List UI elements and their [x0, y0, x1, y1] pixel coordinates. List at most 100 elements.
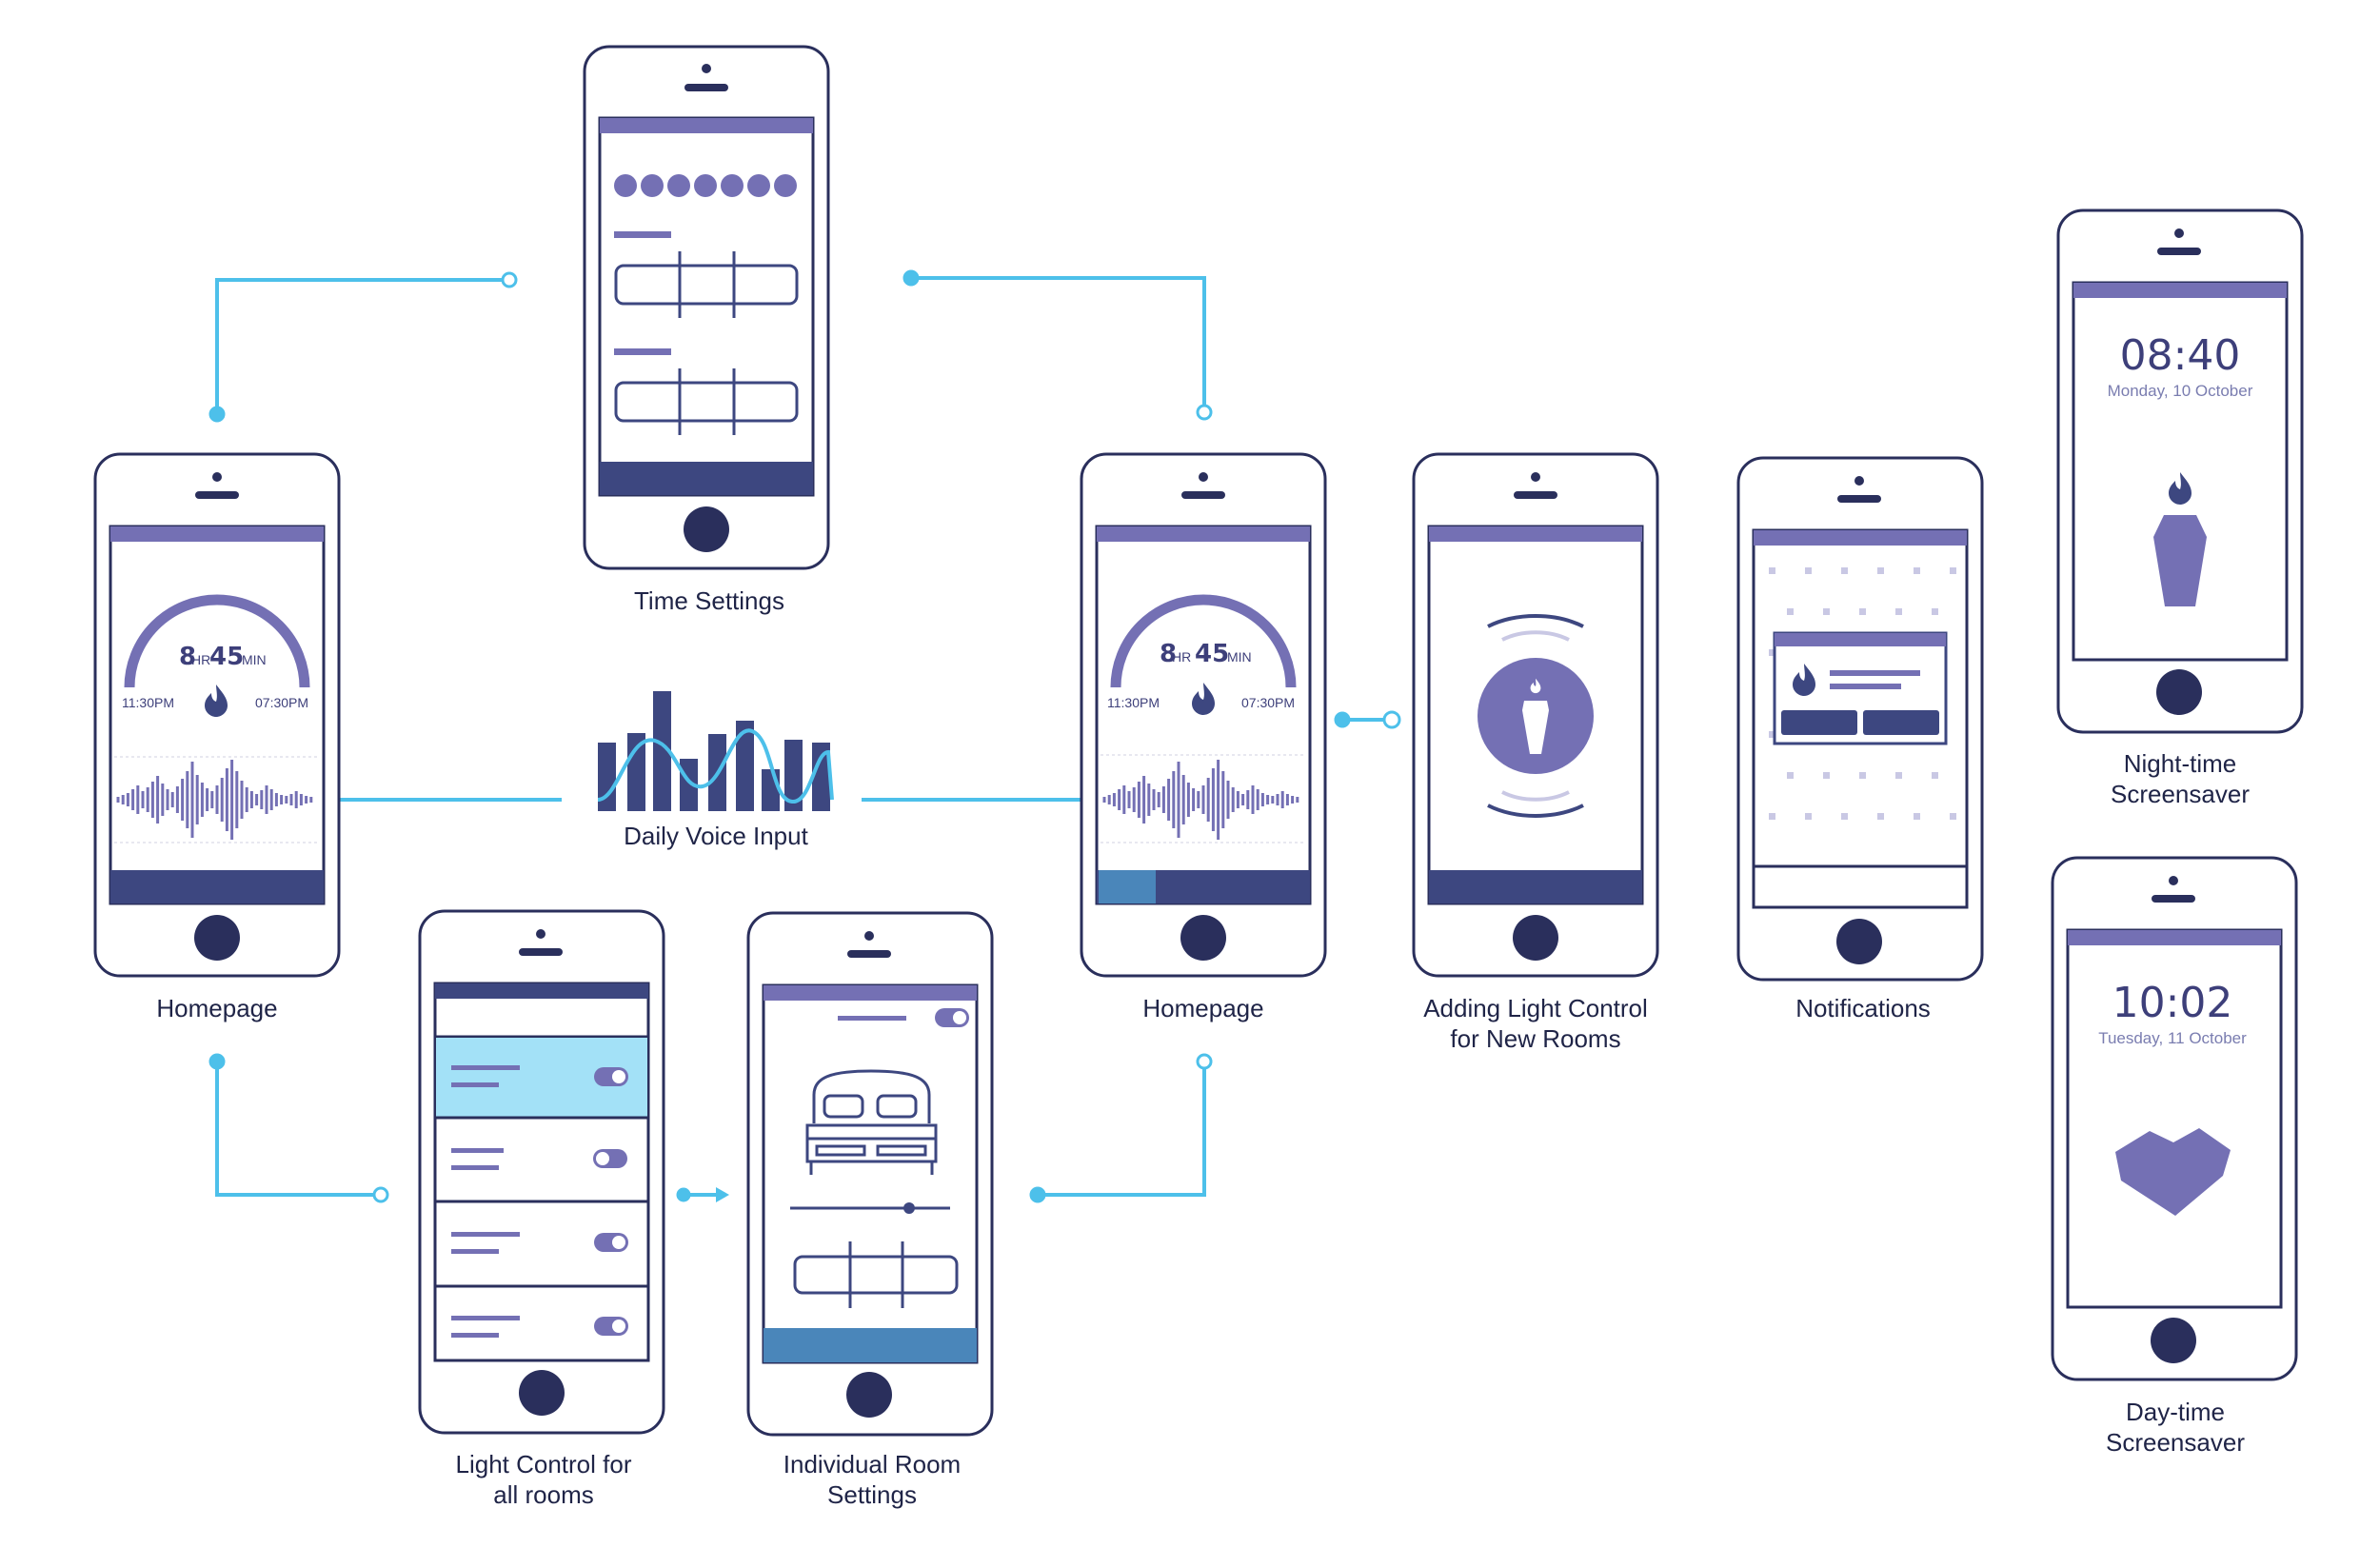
connector-home-lightall — [215, 1062, 381, 1197]
room-row-2[interactable] — [451, 1148, 627, 1170]
pattern-dot — [1877, 813, 1884, 820]
pattern-dot — [1769, 731, 1775, 738]
phone-light-control-all[interactable] — [418, 909, 665, 1435]
pattern-dot — [1950, 567, 1956, 574]
pattern-dot — [1859, 772, 1866, 779]
notification-action-1[interactable] — [1781, 710, 1857, 735]
pattern-dot — [1769, 813, 1775, 820]
pattern-dot — [1914, 813, 1920, 820]
home-button[interactable] — [2151, 1318, 2196, 1363]
room-row-1[interactable] — [436, 1038, 647, 1118]
day-date: Tuesday, 11 October — [2098, 1029, 2247, 1047]
home-button[interactable] — [846, 1372, 892, 1418]
dotted-background — [1769, 567, 1956, 820]
night-date: Monday, 10 October — [2108, 382, 2253, 400]
label-time-settings: Time Settings — [634, 586, 784, 615]
connector-time-to-home2 — [911, 276, 1206, 412]
label-room-1: Individual Room — [783, 1450, 961, 1479]
home-button[interactable] — [194, 915, 240, 961]
label-room-2: Settings — [827, 1480, 917, 1509]
time-picker-1[interactable] — [614, 264, 799, 306]
phone-day-screensaver[interactable]: 10:02 Tuesday, 11 October — [2051, 856, 2298, 1381]
phone-homepage-right[interactable]: 8 HR 45 MIN 11:30PM 07:30PM — [1080, 452, 1327, 978]
pattern-dot — [1877, 567, 1884, 574]
day-clock: 10:02 — [2112, 979, 2233, 1027]
phone-individual-room[interactable] — [746, 911, 994, 1437]
pattern-dot — [1914, 567, 1920, 574]
label-homepage-right: Homepage — [1142, 994, 1263, 1022]
pattern-dot — [1841, 567, 1848, 574]
sleep-minutes: 45 — [1195, 640, 1229, 668]
time-picker-2[interactable] — [614, 381, 799, 423]
pattern-dot — [1932, 608, 1938, 615]
pattern-dot — [1823, 608, 1830, 615]
signal-waves-bottom — [1487, 790, 1584, 818]
notification-card[interactable] — [1773, 631, 1948, 745]
label-night-1: Night-time — [2124, 749, 2236, 778]
pattern-dot — [1932, 772, 1938, 779]
slider-handle[interactable] — [903, 1202, 915, 1214]
home-button[interactable] — [1180, 915, 1226, 961]
night-clock: 08:40 — [2120, 331, 2241, 380]
pattern-dot — [1787, 608, 1794, 615]
toggle-switch[interactable] — [935, 1008, 969, 1027]
pattern-dot — [1859, 608, 1866, 615]
room-row-3[interactable] — [451, 1232, 628, 1254]
label-homepage-left: Homepage — [156, 994, 277, 1022]
weekday-dots[interactable] — [614, 174, 797, 197]
notification-action-2[interactable] — [1863, 710, 1939, 735]
connector-home-to-time — [215, 278, 509, 412]
label-daily-voice-input: Daily Voice Input — [624, 822, 808, 850]
phone-notifications[interactable] — [1736, 456, 1984, 982]
room-time-picker[interactable] — [793, 1255, 959, 1295]
pattern-dot — [1950, 813, 1956, 820]
pattern-dot — [1823, 772, 1830, 779]
daily-voice-input-graphic — [597, 691, 834, 811]
home-button[interactable] — [1513, 915, 1558, 961]
phone-night-screensaver[interactable]: 08:40 Monday, 10 October — [2056, 208, 2304, 734]
pattern-dot — [1769, 649, 1775, 656]
pattern-dot — [1895, 772, 1902, 779]
toggle-switch[interactable] — [594, 1233, 628, 1252]
sleep-hours: 8 — [179, 643, 196, 671]
end-time: 07:30PM — [255, 695, 308, 710]
label-day-1: Day-time — [2126, 1398, 2225, 1426]
home-button[interactable] — [684, 506, 729, 552]
label-notifications: Notifications — [1795, 994, 1931, 1022]
phone-adding-light-control[interactable] — [1412, 452, 1659, 978]
pattern-dot — [1787, 772, 1794, 779]
label-light-all-2: all rooms — [493, 1480, 593, 1509]
hr-unit: HR — [1172, 649, 1191, 665]
pattern-dot — [1805, 813, 1812, 820]
toggle-switch[interactable] — [594, 1067, 628, 1086]
label-adding-light-1: Adding Light Control — [1423, 994, 1648, 1022]
min-unit: MIN — [242, 652, 267, 667]
start-time: 11:30PM — [1107, 695, 1160, 710]
home-button[interactable] — [2156, 669, 2202, 715]
label-light-all-1: Light Control for — [456, 1450, 632, 1479]
signal-waves-top — [1487, 614, 1584, 642]
label-day-2: Screensaver — [2106, 1428, 2245, 1457]
start-time: 11:30PM — [122, 695, 174, 710]
sleep-minutes: 45 — [209, 643, 244, 671]
home-button[interactable] — [519, 1370, 565, 1416]
pattern-dot — [1805, 567, 1812, 574]
progress-indicator — [1099, 870, 1156, 903]
home-button[interactable] — [1836, 919, 1882, 964]
pattern-dot — [1769, 567, 1775, 574]
room-row-4[interactable] — [451, 1316, 628, 1338]
connector-room-home2 — [1038, 1062, 1206, 1197]
voice-waveform — [116, 760, 313, 840]
heart-shape — [2115, 1128, 2231, 1216]
toggle-switch[interactable] — [594, 1317, 628, 1336]
end-time: 07:30PM — [1241, 695, 1295, 710]
lamp-shape — [2153, 515, 2207, 606]
phone-homepage-left[interactable]: 8 HR 45 MIN 11:30PM 07:30PM — [93, 452, 341, 978]
sleep-hours: 8 — [1160, 640, 1177, 668]
voice-waveform — [1102, 760, 1299, 840]
bed-icon — [805, 1069, 938, 1175]
min-unit: MIN — [1227, 649, 1252, 665]
label-adding-light-2: for New Rooms — [1450, 1024, 1620, 1053]
phone-time-settings[interactable] — [583, 45, 830, 570]
